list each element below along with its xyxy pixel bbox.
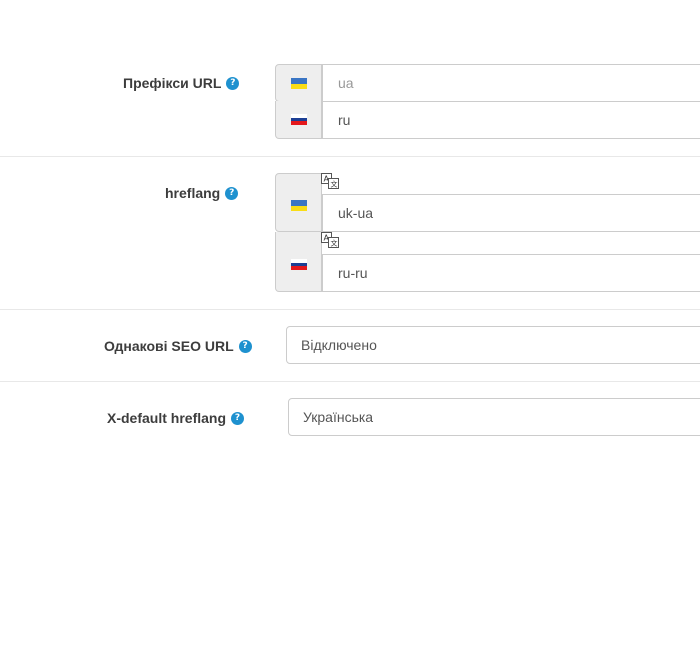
row-divider: [0, 309, 700, 310]
x-default-hreflang-select[interactable]: Українська: [288, 398, 700, 436]
lang-addon-ua: [275, 64, 322, 102]
flag-ua-icon: [291, 200, 307, 211]
url-prefix-input-ru[interactable]: ru: [322, 101, 700, 139]
x-default-hreflang-label-text: X-default hreflang: [107, 410, 227, 426]
url-prefix-input-uk[interactable]: ua: [322, 64, 700, 102]
row-divider: [0, 156, 700, 157]
svg-text:文: 文: [331, 180, 338, 189]
same-seo-url-select[interactable]: Відключено: [286, 326, 700, 364]
same-seo-url-label: Однакові SEO URL ?: [104, 338, 252, 354]
help-icon[interactable]: ?: [226, 76, 240, 90]
translate-icon[interactable]: A 文: [321, 173, 339, 189]
help-icon[interactable]: ?: [225, 186, 239, 200]
url-prefix-label-text: Префікси URL: [123, 75, 222, 91]
translate-icon[interactable]: A 文: [321, 232, 339, 248]
row-divider: [0, 381, 700, 382]
svg-text:A: A: [324, 234, 330, 243]
lang-addon-ru: [275, 232, 322, 292]
hreflang-input-ru[interactable]: ru-ru: [322, 254, 700, 292]
same-seo-url-label-text: Однакові SEO URL: [104, 338, 234, 354]
svg-text:A: A: [324, 175, 330, 184]
help-icon[interactable]: ?: [231, 411, 245, 425]
lang-addon-ua: [275, 173, 322, 232]
x-default-hreflang-label: X-default hreflang ?: [107, 410, 245, 426]
hreflang-input-uk[interactable]: uk-ua: [322, 194, 700, 232]
flag-ru-icon: [291, 259, 307, 270]
flag-ru-icon: [291, 114, 307, 125]
hreflang-label-text: hreflang: [165, 185, 221, 201]
hreflang-label: hreflang ?: [165, 185, 239, 201]
help-icon[interactable]: ?: [238, 339, 252, 353]
url-prefix-label: Префікси URL ?: [123, 75, 240, 91]
svg-text:文: 文: [331, 239, 338, 248]
lang-addon-ru: [275, 101, 322, 139]
flag-ua-icon: [291, 78, 307, 89]
